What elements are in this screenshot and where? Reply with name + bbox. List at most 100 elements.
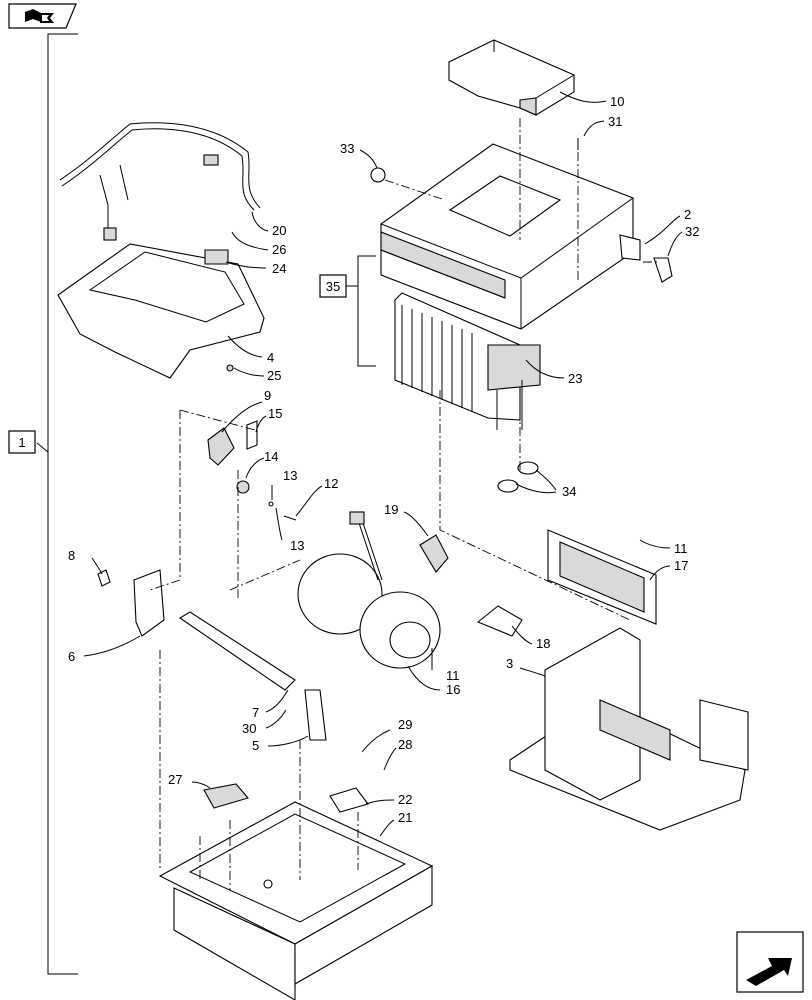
subassembly-label-box: 35 [319, 274, 347, 298]
part-15-plate [246, 420, 258, 450]
callout-13b: 13 [275, 507, 304, 553]
callout-label: 5 [252, 738, 259, 753]
callout-30: 30 [242, 709, 287, 736]
part-10-cover [448, 39, 575, 116]
callout-19: 19 [384, 502, 429, 537]
part-18-bracket [476, 605, 523, 637]
callout-label: 10 [610, 94, 624, 109]
callout-7: 7 [252, 689, 289, 720]
callout-label: 11 [446, 668, 460, 683]
callout-label: 28 [398, 737, 412, 752]
callout-label: 9 [264, 388, 271, 403]
part-27-pad [203, 783, 249, 809]
callout-label: 7 [252, 705, 259, 720]
assembly-centerlines [149, 118, 660, 890]
callout-11b: 11 [431, 648, 460, 683]
callout-label: 25 [267, 368, 281, 383]
part-17-filter-frame [547, 529, 657, 625]
callout-label: 21 [398, 810, 412, 825]
part-7-plate [178, 611, 296, 691]
part-4-mounting-tray [57, 243, 265, 379]
part-14-fitting [236, 480, 250, 494]
callout-label: 34 [562, 484, 576, 499]
part-9-switch [207, 427, 235, 466]
callout-16: 16 [407, 665, 460, 697]
callout-20: 20 [251, 211, 286, 238]
book-reference-icon[interactable] [8, 3, 77, 29]
callout-14: 14 [245, 449, 278, 479]
callout-label: 3 [506, 656, 513, 671]
assembly-label-box: 1 [8, 430, 36, 454]
part-33-grommet [370, 167, 386, 183]
part-16-blower-motor [297, 511, 441, 669]
callout-13a: 13 [271, 468, 297, 500]
callout-label: 22 [398, 792, 412, 807]
callout-26: 26 [231, 231, 286, 257]
part-21-base-pan [158, 801, 434, 1000]
callout-18: 18 [511, 625, 550, 651]
subassembly-label: 35 [326, 279, 340, 294]
part-13-nut [268, 501, 274, 507]
callout-23: 23 [525, 359, 582, 386]
callout-label: 19 [384, 502, 398, 517]
callout-2: 2 [644, 207, 691, 245]
callout-label: 31 [608, 114, 622, 129]
callout-label: 14 [264, 449, 278, 464]
callout-25: 25 [233, 367, 281, 383]
callout-label: 8 [68, 548, 75, 563]
assembly-bracket [47, 33, 78, 975]
callout-label: 29 [398, 717, 412, 732]
callout-27: 27 [168, 772, 211, 789]
callout-label: 20 [272, 223, 286, 238]
callout-12: 12 [295, 476, 338, 517]
callout-5: 5 [252, 735, 309, 753]
callout-6: 6 [68, 635, 141, 664]
callout-label: 6 [68, 649, 75, 664]
callout-label: 26 [272, 242, 286, 257]
callout-28: 28 [383, 737, 412, 771]
callout-label: 18 [536, 636, 550, 651]
callout-22: 22 [365, 792, 412, 807]
part-20-wiring-harness [59, 122, 261, 241]
callout-label: 32 [685, 224, 699, 239]
callout-29: 29 [361, 717, 412, 753]
callout-10: 10 [559, 91, 624, 109]
callout-32: 32 [667, 224, 699, 257]
callout-label: 24 [272, 261, 286, 276]
callout-9: 9 [221, 388, 271, 433]
callout-3: 3 [506, 656, 546, 677]
next-page-arrow-icon[interactable] [736, 931, 804, 993]
part-23-heater-core [394, 292, 541, 430]
part-5-bracket [304, 689, 327, 741]
assembly-label: 1 [18, 435, 25, 450]
callout-21: 21 [379, 810, 412, 837]
part-22-plate [329, 787, 369, 813]
callout-15: 15 [255, 406, 282, 433]
callout-31: 31 [583, 114, 622, 137]
callout-label: 13 [290, 538, 304, 553]
part-8-clip [97, 569, 111, 587]
callout-label: 11 [674, 541, 688, 556]
part-34-clamps [497, 461, 539, 493]
callout-label: 30 [242, 721, 256, 736]
callout-33: 33 [340, 141, 378, 169]
callout-8: 8 [68, 548, 103, 575]
callout-label: 13 [283, 468, 297, 483]
callout-label: 2 [684, 207, 691, 222]
callout-label: 23 [568, 371, 582, 386]
callout-24: 24 [225, 261, 286, 276]
callout-label: 4 [267, 350, 274, 365]
callout-label: 12 [324, 476, 338, 491]
callout-label: 16 [446, 682, 460, 697]
part-2-upper-housing [380, 143, 641, 330]
callout-17: 17 [649, 558, 688, 581]
callout-11a: 11 [639, 539, 688, 556]
callout-34: 34 [515, 469, 576, 499]
part-32-clip [653, 257, 673, 283]
part-6-bracket [133, 569, 165, 637]
part-12-screw [283, 515, 297, 521]
callout-label: 27 [168, 772, 182, 787]
subassembly-bracket [357, 255, 376, 367]
callout-label: 33 [340, 141, 354, 156]
